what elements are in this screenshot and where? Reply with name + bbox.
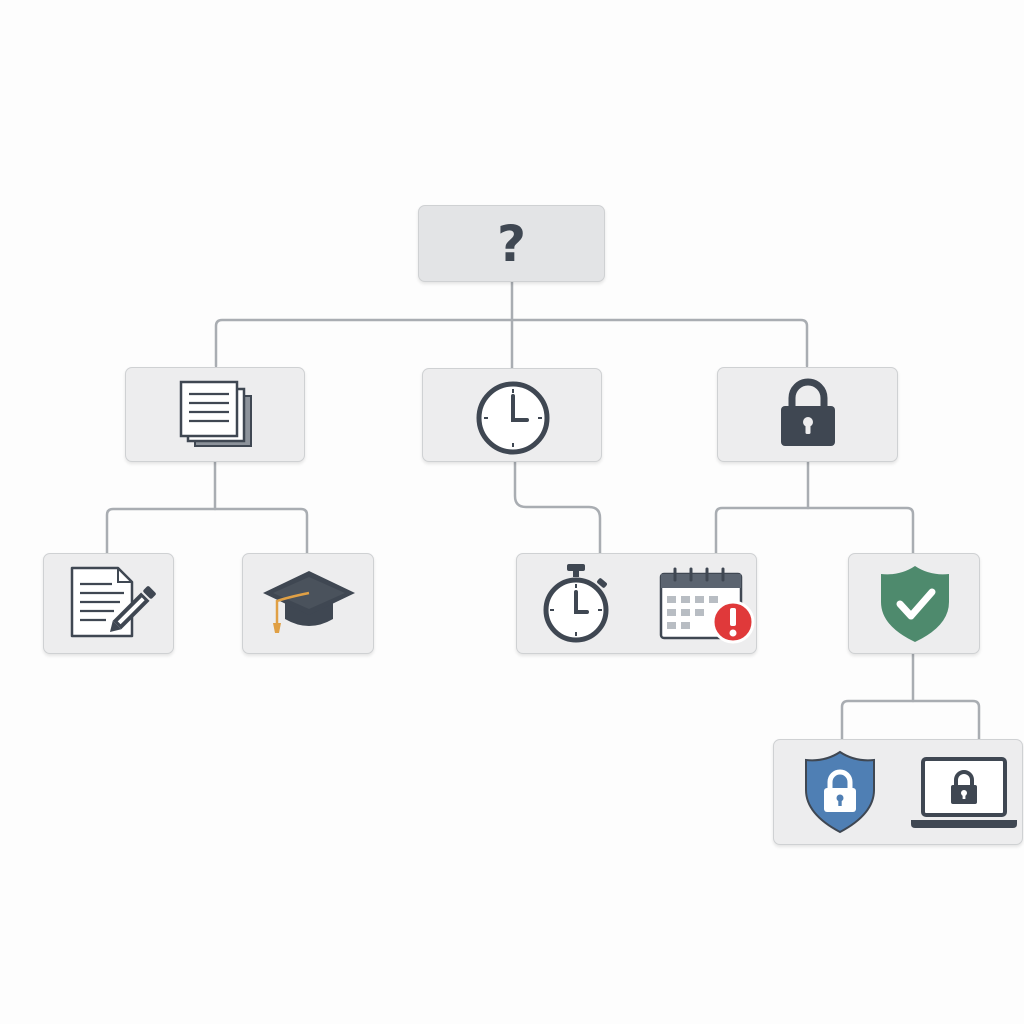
timing-node[interactable] [516, 553, 757, 654]
document-edit-icon [70, 566, 160, 642]
calendar-alert-icon [659, 566, 755, 644]
clock-icon [475, 380, 551, 456]
question-mark-icon: ? [496, 214, 526, 273]
shield-check-icon [878, 564, 952, 644]
graduation-cap-icon [261, 569, 357, 635]
connector-shield-bar [840, 699, 981, 741]
root-node[interactable]: ? [418, 205, 605, 282]
padlock-node[interactable] [717, 367, 898, 462]
documents-node[interactable] [125, 367, 305, 462]
stopwatch-icon [541, 562, 611, 644]
device-security-node[interactable] [773, 739, 1023, 845]
document-edit-node[interactable] [43, 553, 174, 654]
connector-padlock-bar [714, 506, 915, 558]
clock-node[interactable] [422, 368, 602, 462]
shield-lock-icon [804, 750, 876, 834]
shield-check-node[interactable] [848, 553, 980, 654]
laptop-lock-icon [909, 756, 1019, 830]
padlock-icon [778, 376, 838, 448]
documents-icon [179, 380, 255, 450]
connector-documents-bar [105, 507, 309, 555]
connector-clock [513, 459, 602, 555]
graduation-cap-node[interactable] [242, 553, 374, 654]
